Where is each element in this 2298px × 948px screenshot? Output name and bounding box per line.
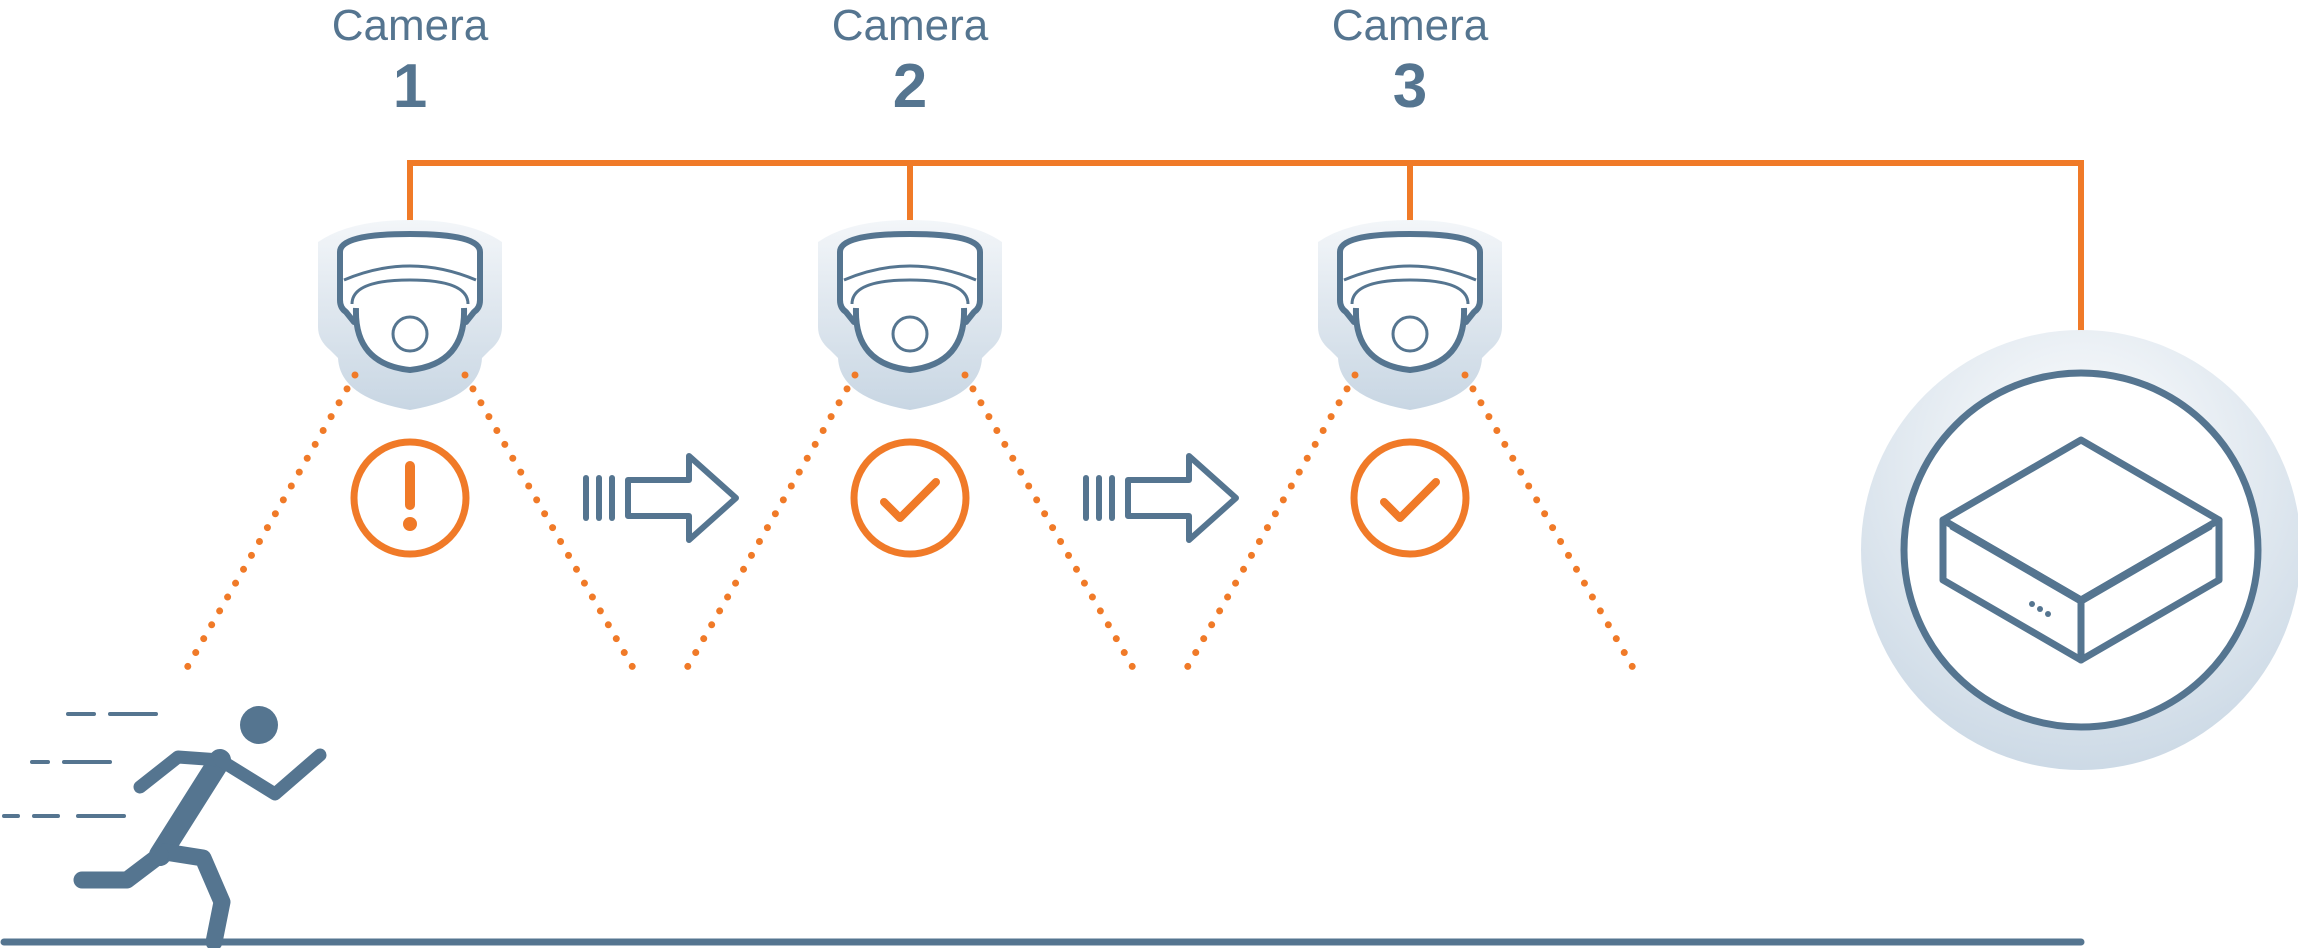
dome-camera-icon <box>1318 220 1502 410</box>
camera-2-title: Camera <box>831 1 989 50</box>
camera-3-number: 3 <box>1392 52 1428 121</box>
camera-1 <box>176 220 644 684</box>
camera-3-title: Camera <box>1331 1 1489 50</box>
camera-3 <box>1176 220 1644 684</box>
checkmark-icon <box>1350 438 1470 558</box>
motion-lines <box>2 712 158 818</box>
camera-2 <box>676 220 1144 684</box>
network-video-recorder <box>1861 330 2298 770</box>
camera-2-label: Camera 2 <box>760 4 1060 118</box>
field-of-view-3 <box>1176 371 1644 684</box>
dome-camera-icon <box>818 220 1002 410</box>
network-cable <box>407 160 2084 378</box>
handoff-arrow-icon <box>1086 456 1236 540</box>
network-video-recorder-icon <box>1939 436 2223 664</box>
field-of-view-1 <box>176 371 644 684</box>
camera-1-number: 1 <box>392 52 428 121</box>
checkmark-icon <box>850 438 970 558</box>
camera-2-number: 2 <box>892 52 928 121</box>
running-person-icon <box>2 706 327 948</box>
exclamation-icon <box>350 438 470 558</box>
camera-1-label: Camera 1 <box>260 4 560 118</box>
camera-1-title: Camera <box>331 1 489 50</box>
camera-3-label: Camera 3 <box>1260 4 1560 118</box>
field-of-view-2 <box>676 371 1144 684</box>
handoff-arrow-icon <box>586 456 736 540</box>
dome-camera-icon <box>318 220 502 410</box>
